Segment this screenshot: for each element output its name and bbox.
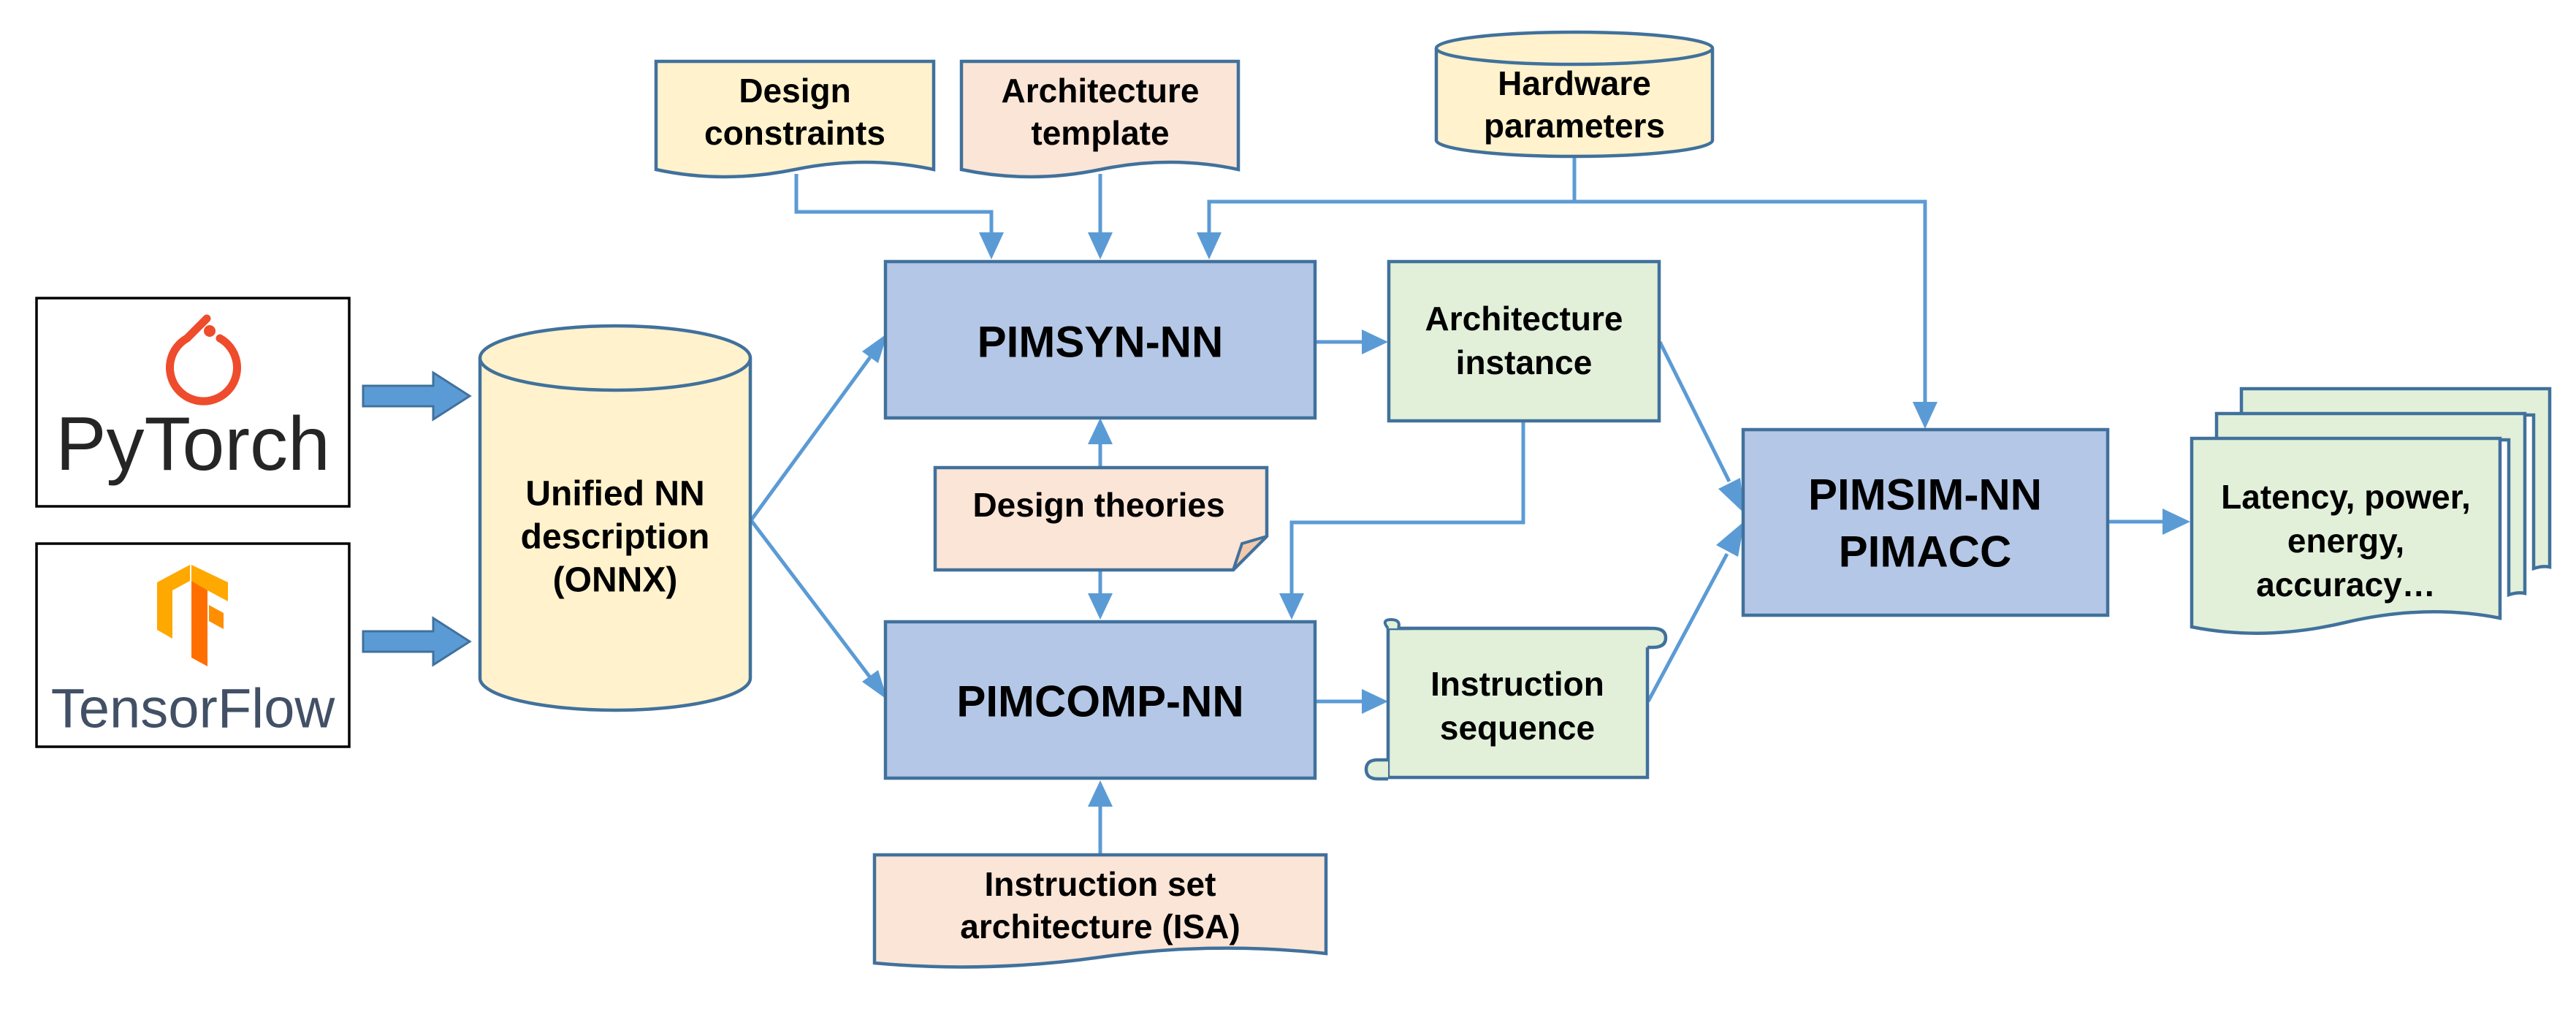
pimsyn-to-arch-instance-arrow [1315,330,1388,354]
hardware-params-arrows [1197,153,1937,429]
onnx-label-line3: (ONNX) [553,561,678,600]
onnx-to-pimsyn-arrow [749,333,888,522]
design-constraints-line1: Design [739,72,850,110]
template-to-pimsyn-arrow [1088,174,1113,259]
architecture-instance-line2: instance [1456,343,1593,381]
pytorch-flame-icon [166,314,241,406]
architecture-instance-box: Architecture instance [1387,259,1661,423]
theories-to-pimcomp-arrow [1088,570,1113,620]
instruction-sequence-scroll: Instruction sequence [1364,617,1668,781]
isa-line2: architecture (ISA) [960,907,1240,945]
pytorch-logo: PyTorch [35,297,351,508]
design-constraints-line2: constraints [704,114,885,152]
pimcomp-box: PIMCOMP-NN [883,620,1317,780]
tensorflow-logo-icon [157,565,228,666]
design-theories-note: Design theories [933,465,1269,572]
tensorflow-wordmark: TensorFlow [51,678,336,740]
results-line1: Latency, power, [2221,478,2471,516]
tensorflow-to-onnx-arrow [362,616,472,667]
pimsyn-label: PIMSYN-NN [978,318,1224,367]
onnx-label-line2: description [521,518,710,557]
onnx-cylinder: Unified NN description (ONNX) [478,324,752,712]
connectors [362,153,2190,853]
architecture-template-doc: Architecture template [959,59,1241,179]
architecture-template-line1: Architecture [1002,72,1200,110]
results-multidoc: Latency, power, energy, accuracy… [2190,387,2552,635]
arch-instance-to-pimsim-arrow [1658,340,1745,514]
hardware-parameters-cylinder: Hardware parameters [1434,30,1715,159]
instruction-seq-to-pimsim-arrow [1646,521,1745,703]
design-theories-label: Design theories [972,486,1224,524]
tensorflow-logo: TensorFlow [35,542,351,748]
pimsim-box: PIMSIM-NN PIMACC [1741,427,2110,617]
results-line2: energy, [2287,522,2404,560]
theories-to-pimsyn-arrow [1088,418,1113,468]
pimcomp-label: PIMCOMP-NN [956,677,1243,726]
hardware-parameters-line2: parameters [1484,107,1665,145]
pimsyn-box: PIMSYN-NN [883,259,1317,420]
results-line3: accuracy… [2256,566,2436,604]
pimsim-line2: PIMACC [1839,528,2012,576]
isa-doc: Instruction set architecture (ISA) [872,853,1328,969]
onnx-to-pimcomp-arrow [750,519,888,700]
pimsim-line1: PIMSIM-NN [1808,471,2042,519]
architecture-instance-line1: Architecture [1425,300,1623,338]
instruction-sequence-line2: sequence [1440,709,1595,747]
architecture-template-line2: template [1031,114,1169,152]
onnx-label-line1: Unified NN [525,475,704,514]
hardware-parameters-line1: Hardware [1498,64,1651,102]
constraints-to-pimsyn-arrow [794,174,1004,259]
design-constraints-doc: Design constraints [654,59,936,179]
pimcomp-to-instruction-seq-arrow [1315,689,1388,714]
pytorch-wordmark: PyTorch [56,402,330,487]
instruction-sequence-line1: Instruction [1430,665,1604,703]
isa-line1: Instruction set [985,865,1216,903]
arch-instance-to-pimcomp-arrow [1279,422,1525,620]
pytorch-to-onnx-arrow [362,370,472,422]
isa-to-pimcomp-arrow [1088,780,1113,853]
pimsim-to-results-arrow [2108,509,2190,535]
